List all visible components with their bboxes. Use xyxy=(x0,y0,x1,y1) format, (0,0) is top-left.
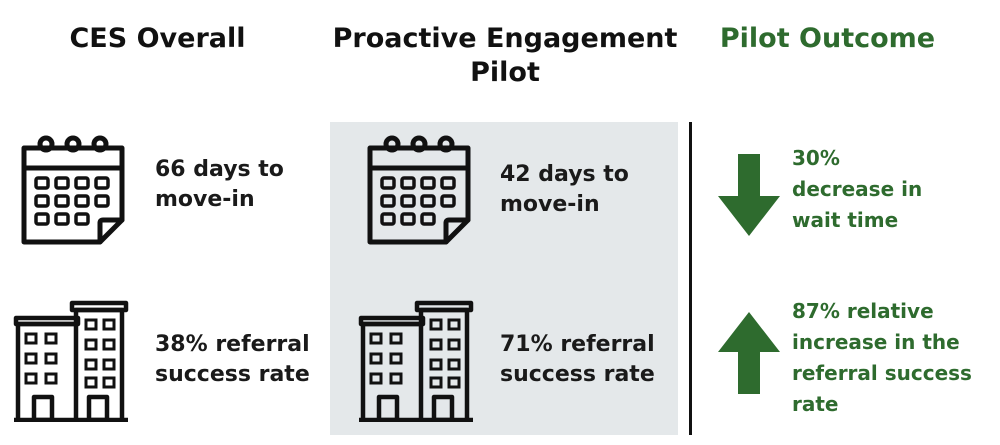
calendar-icon xyxy=(367,135,471,245)
outcome-line: increase in the xyxy=(792,330,960,354)
stat-line: success rate xyxy=(155,362,310,387)
arrow-up-icon xyxy=(718,312,780,394)
ces-overall-title: CES Overall xyxy=(69,23,246,54)
pilot-outcome-title: Pilot Outcome xyxy=(719,23,936,54)
outcome-line: 87% relative xyxy=(792,299,934,323)
outcome-line: rate xyxy=(792,392,839,416)
calendar-icon xyxy=(21,135,125,245)
pilot-panel xyxy=(330,122,678,435)
stat-line: 71% referral xyxy=(500,332,655,357)
arrow-down-icon xyxy=(718,154,780,236)
stat-line: success rate xyxy=(500,362,655,387)
stat-line: move-in xyxy=(155,187,255,212)
pilot-days-to-move-in: 42 days to move-in xyxy=(500,160,629,220)
stat-line: move-in xyxy=(500,192,600,217)
buildings-icon xyxy=(13,300,129,422)
pilot-title-line-1: Proactive Engagement xyxy=(332,23,678,54)
outcome-line: 30% xyxy=(792,146,840,170)
pilot-title: Proactive Engagement Pilot xyxy=(320,22,690,90)
pilot-referral-success-rate: 71% referral success rate xyxy=(500,330,655,390)
ces-referral-success-rate: 38% referral success rate xyxy=(155,330,310,390)
buildings-icon xyxy=(358,300,474,422)
ces-days-to-move-in: 66 days to move-in xyxy=(155,155,284,215)
wait-time-outcome: 30% decrease in wait time xyxy=(792,143,922,236)
outcome-line: referral success xyxy=(792,361,972,385)
outcome-line: wait time xyxy=(792,208,899,232)
column-divider xyxy=(689,122,692,435)
stat-line: 66 days to xyxy=(155,157,284,182)
referral-success-outcome: 87% relative increase in the referral su… xyxy=(792,296,972,420)
stat-line: 38% referral xyxy=(155,332,310,357)
outcome-line: decrease in xyxy=(792,177,923,201)
stat-line: 42 days to xyxy=(500,162,629,187)
pilot-title-line-2: Pilot xyxy=(470,57,540,88)
